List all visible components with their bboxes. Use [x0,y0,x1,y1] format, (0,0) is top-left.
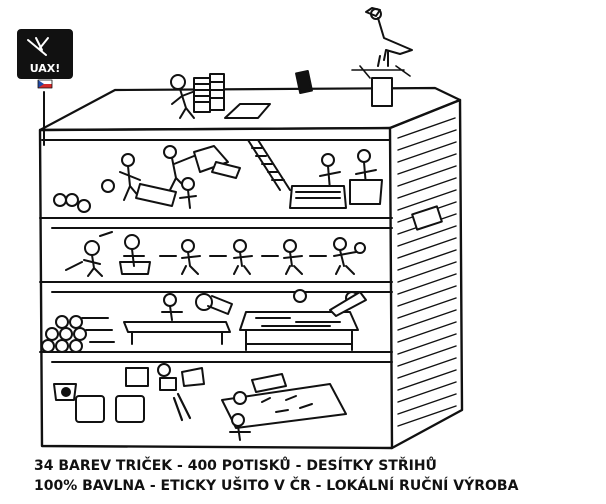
logo-text: UAX! [30,62,61,75]
floor-3-cutting [42,290,366,352]
floor-line-2 [40,218,392,228]
floor-line-4 [40,352,392,362]
floor-1-design [54,140,382,212]
czech-flag-icon [38,80,52,88]
fabric-roll-icon [42,316,114,352]
building-roof [40,88,460,130]
caption-line-1: 34 BAREV TRIČEK - 400 POTISKŮ - DESÍTKY … [34,458,437,474]
floor-4-printing [54,364,346,440]
floor-2-sewing [66,232,365,276]
stick-figure-icon [171,74,224,118]
floor-line-3 [40,282,392,292]
stork-icon [352,8,412,106]
caption-line-2: 100% BAVLNA - ETICKY UŠITO V ČR - LOKÁLN… [34,478,519,494]
fabric-roll-icon [54,194,90,212]
sewing-machine-icon [66,232,112,276]
building-side [390,100,462,448]
logo-badge: UAX! [18,30,72,145]
